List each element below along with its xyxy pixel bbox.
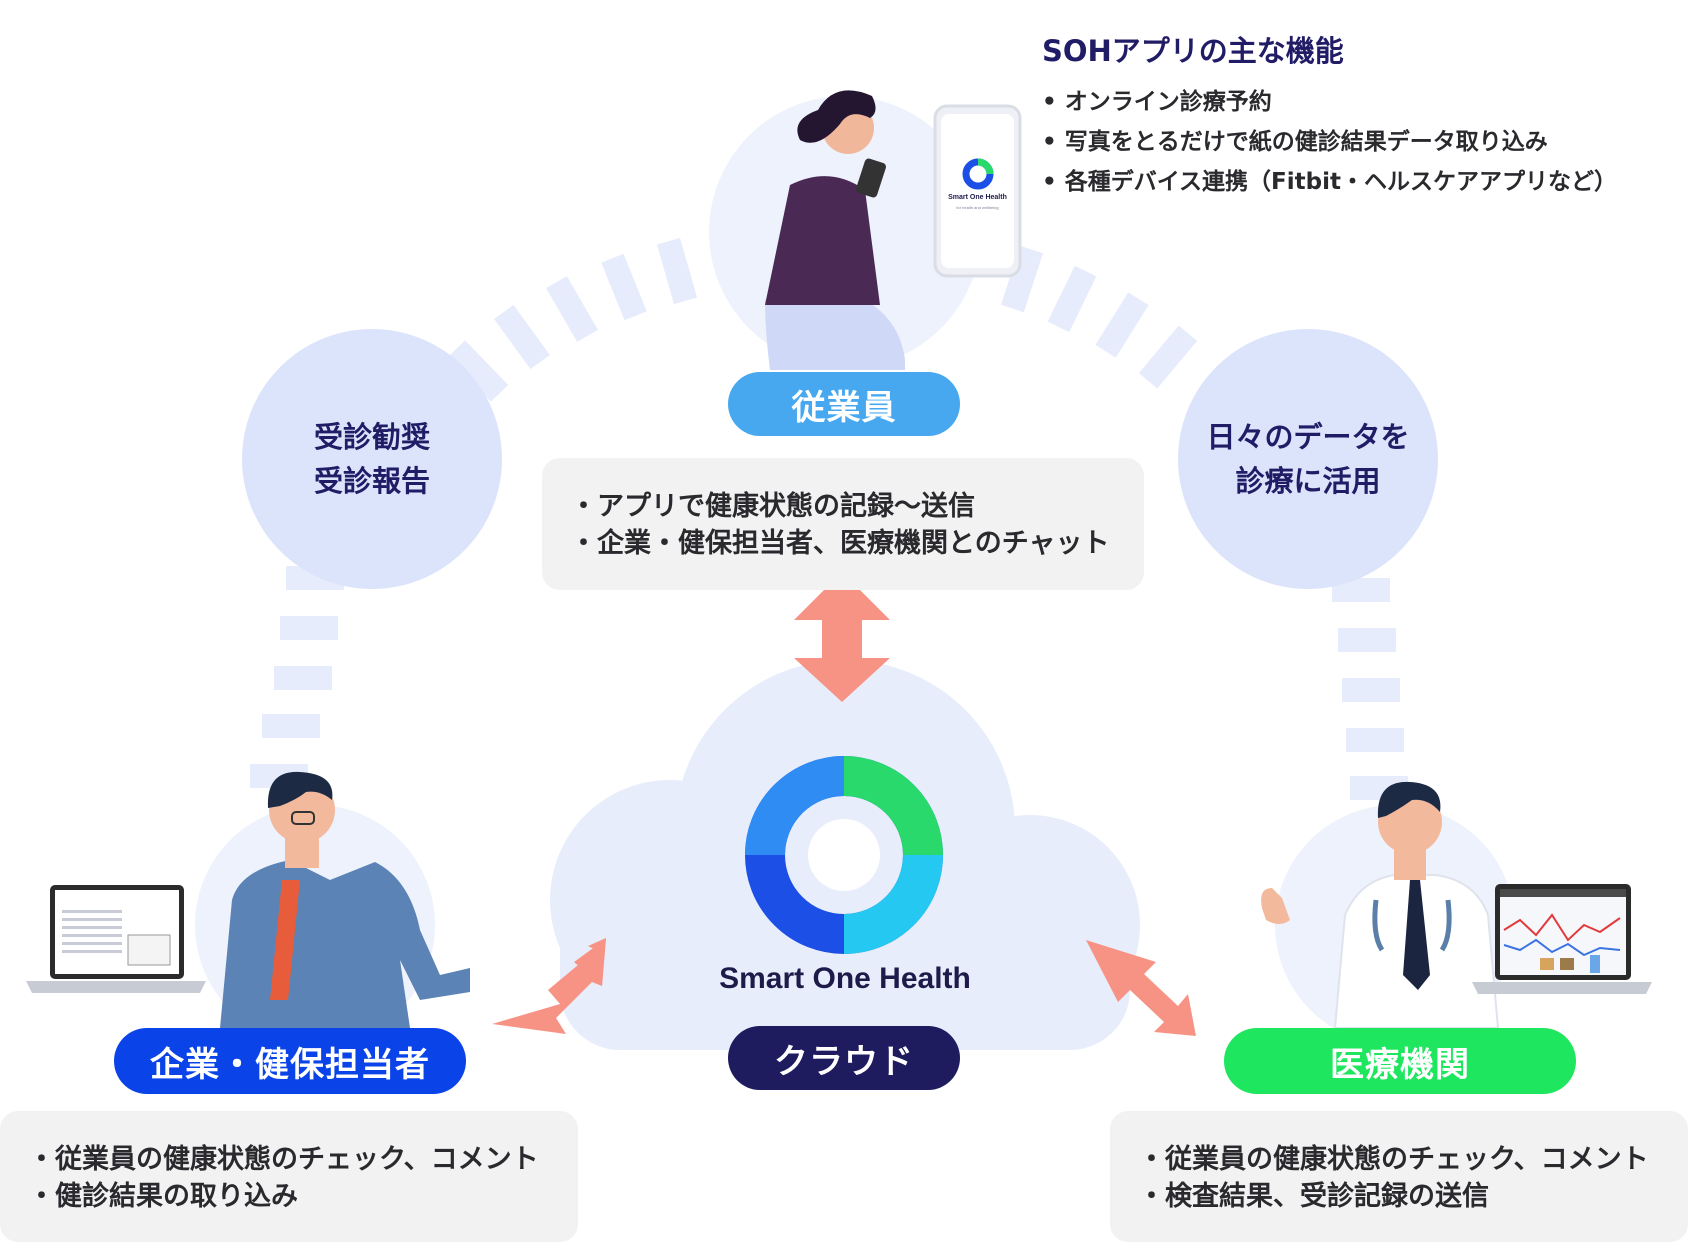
company-info-line: ・健診結果の取り込み <box>28 1181 298 1212</box>
right-bubble-line: 診療に活用 <box>1235 464 1381 498</box>
cloud-brand-name: Smart One Health <box>719 962 971 995</box>
doctor-illustration <box>1261 781 1500 1029</box>
company-illustration <box>220 771 470 1028</box>
phone-app-name: Smart One Health <box>948 194 1007 201</box>
app-features-title: SOHアプリの主な機能 <box>1042 34 1344 68</box>
arrow-cloud-medical <box>1086 940 1196 1036</box>
left-bubble-line: 受診勧奨 <box>313 420 430 454</box>
laptop-right <box>1472 884 1652 994</box>
app-feature-item: 各種デバイス連携（Fitbit・ヘルスケアアプリなど） <box>1042 162 1617 202</box>
right-bubble-line: 日々のデータを <box>1206 420 1410 454</box>
arrow-employee-cloud <box>794 572 890 702</box>
left-bubble-text: 受診勧奨 受診報告 <box>242 415 502 503</box>
phone-device <box>933 104 1022 278</box>
dashed-connector-left <box>250 237 698 788</box>
smart-one-health-logo <box>745 756 943 954</box>
medical-info-box: ・従業員の健康状態のチェック、コメント ・検査結果、受診記録の送信 <box>1110 1111 1688 1242</box>
employee-illustration <box>765 90 905 370</box>
laptop-left <box>26 885 206 993</box>
company-label: 企業・健保担当者 <box>114 1028 466 1094</box>
medical-info-line: ・検査結果、受診記録の送信 <box>1138 1181 1489 1212</box>
left-bubble-shape <box>242 329 502 589</box>
employee-info-line: ・企業・健保担当者、医療機関とのチャット <box>570 528 1110 559</box>
right-bubble-text: 日々のデータを 診療に活用 <box>1178 415 1438 503</box>
left-bubble-line: 受診報告 <box>313 464 430 498</box>
cloud-label: クラウド <box>728 1026 960 1090</box>
phone-app-tagline: for health and wellbeing <box>956 205 999 210</box>
employee-label: 従業員 <box>728 372 960 436</box>
employee-info-line: ・アプリで健康状態の記録〜送信 <box>570 491 975 522</box>
company-info-box: ・従業員の健康状態のチェック、コメント ・健診結果の取り込み <box>0 1111 578 1242</box>
employee-info-box: ・アプリで健康状態の記録〜送信 ・企業・健保担当者、医療機関とのチャット <box>542 458 1144 590</box>
app-feature-item: オンライン診療予約 <box>1042 82 1617 122</box>
app-features-list: オンライン診療予約 写真をとるだけで紙の健診結果データ取り込み 各種デバイス連携… <box>1042 82 1617 202</box>
arrow-company-cloud <box>492 938 606 1034</box>
medical-label: 医療機関 <box>1224 1028 1576 1094</box>
app-feature-item: 写真をとるだけで紙の健診結果データ取り込み <box>1042 122 1617 162</box>
medical-info-line: ・従業員の健康状態のチェック、コメント <box>1138 1144 1649 1175</box>
right-bubble-shape <box>1178 329 1438 589</box>
company-info-line: ・従業員の健康状態のチェック、コメント <box>28 1144 539 1175</box>
